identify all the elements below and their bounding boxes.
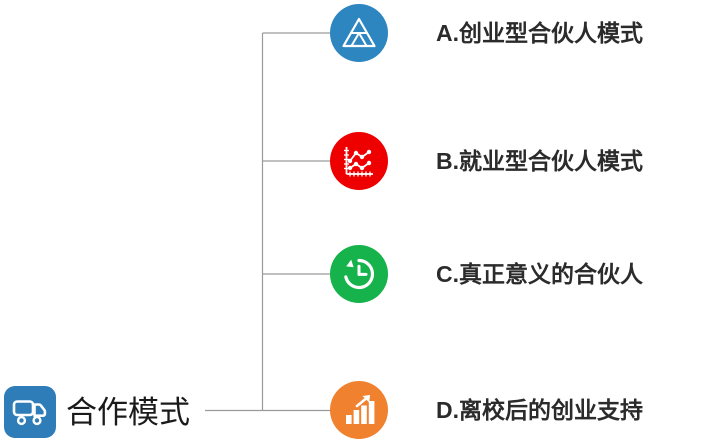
bar-chart-growth-icon bbox=[330, 381, 388, 439]
line-chart-icon bbox=[330, 132, 388, 190]
branch-item-d[interactable]: D.离校后的创业支持 bbox=[330, 381, 643, 439]
branch-label-a: A.创业型合伙人模式 bbox=[436, 19, 643, 46]
branch-label-c: C.真正意义的合伙人 bbox=[436, 260, 643, 287]
root-label: 合作模式 bbox=[66, 394, 190, 430]
branch-item-b[interactable]: B.就业型合伙人模式 bbox=[330, 132, 643, 190]
branch-label-b: B.就业型合伙人模式 bbox=[436, 147, 643, 174]
branch-item-c[interactable]: C.真正意义的合伙人 bbox=[330, 245, 643, 303]
truck-icon bbox=[4, 386, 56, 438]
branch-item-a[interactable]: A.创业型合伙人模式 bbox=[330, 4, 643, 62]
history-clock-icon bbox=[330, 245, 388, 303]
pyramid-triangle-icon bbox=[330, 4, 388, 62]
branch-label-d: D.离校后的创业支持 bbox=[436, 396, 643, 423]
root-node[interactable]: 合作模式 bbox=[4, 386, 190, 438]
